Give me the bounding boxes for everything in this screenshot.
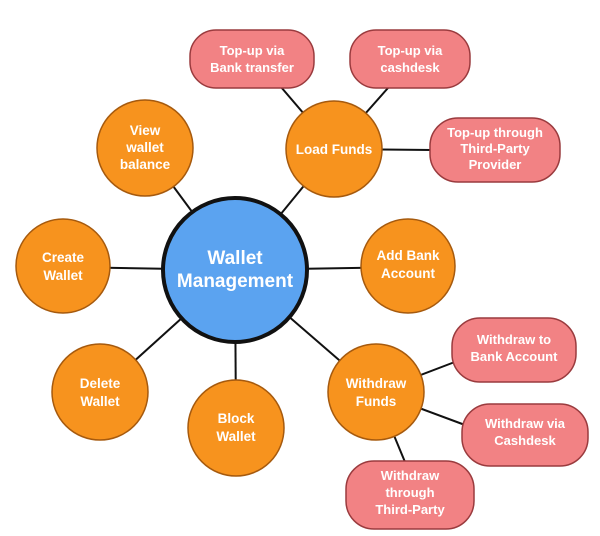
- label: View: [130, 123, 161, 138]
- leaf-withdraw-cashdesk: Withdraw via Cashdesk: [461, 403, 589, 467]
- label: Third-Party: [375, 502, 445, 517]
- label: Create: [42, 250, 85, 265]
- node-delete-wallet: Delete Wallet: [51, 343, 149, 441]
- label: Top-up via: [220, 43, 286, 58]
- label: Top-up through: [447, 125, 543, 140]
- label: through: [385, 485, 434, 500]
- label: Withdraw: [346, 376, 407, 391]
- label: Add Bank: [376, 248, 439, 263]
- label: Load Funds: [296, 142, 373, 157]
- node-load-funds: Load Funds: [285, 100, 383, 198]
- label: Funds: [356, 394, 397, 409]
- label: balance: [120, 157, 171, 172]
- label: Withdraw via: [485, 416, 566, 431]
- leaf-topup-cashdesk: Top-up via cashdesk: [349, 29, 471, 89]
- hub-label: Wallet: [207, 248, 263, 269]
- label: Bank transfer: [210, 60, 294, 75]
- node-withdraw-funds: Withdraw Funds: [327, 343, 425, 441]
- label: cashdesk: [380, 60, 440, 75]
- node-add-bank-account: Add Bank Account: [360, 218, 456, 314]
- svg-text:Management: Management: [177, 271, 294, 292]
- leaf-topup-bank-transfer: Top-up via Bank transfer: [189, 29, 315, 89]
- hub-wallet-management: Wallet Management: [161, 196, 309, 344]
- label: Cashdesk: [494, 433, 556, 448]
- label: Delete: [80, 376, 121, 391]
- svg-text:Wallet: Wallet: [207, 248, 263, 269]
- node-block-wallet: Block Wallet: [187, 379, 285, 477]
- label: Withdraw: [381, 468, 440, 483]
- label: Top-up via: [378, 43, 444, 58]
- label: Wallet: [43, 268, 83, 283]
- leaf-topup-third-party: Top-up through Third-Party Provider: [429, 117, 561, 183]
- label: Third-Party: [460, 141, 530, 156]
- label: Wallet: [216, 429, 256, 444]
- leaf-withdraw-bank-account: Withdraw to Bank Account: [451, 317, 577, 383]
- label: Bank Account: [471, 349, 559, 364]
- label: Withdraw to: [477, 332, 551, 347]
- label: Wallet: [80, 394, 120, 409]
- node-view-wallet-balance: View wallet balance: [96, 99, 194, 197]
- hub-label: Management: [177, 271, 294, 292]
- node-create-wallet: Create Wallet: [15, 218, 111, 314]
- label: Block: [218, 411, 255, 426]
- label: wallet: [125, 140, 164, 155]
- leaf-withdraw-third-party: Withdraw through Third-Party: [345, 460, 475, 530]
- label: Provider: [469, 157, 522, 172]
- label: Account: [381, 266, 436, 281]
